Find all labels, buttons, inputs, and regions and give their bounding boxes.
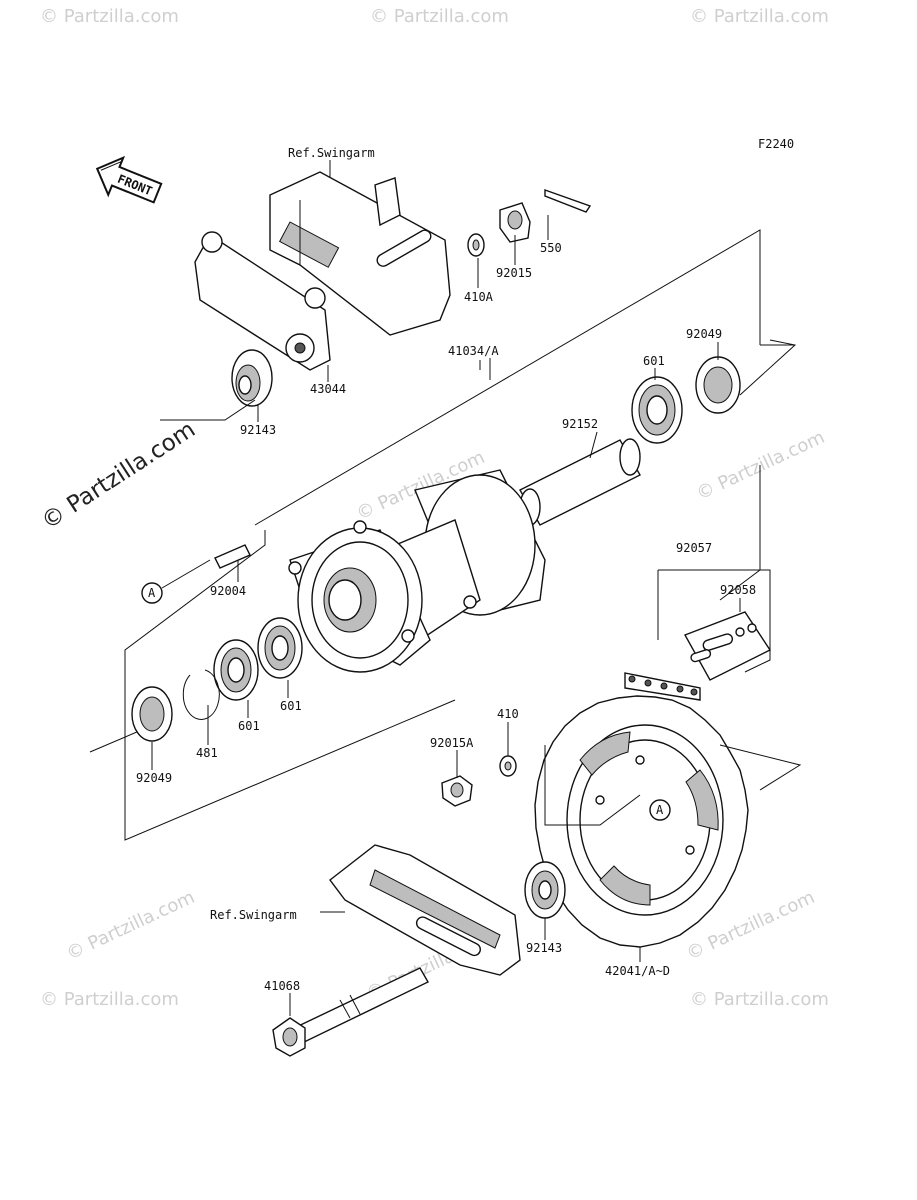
drive-chain [624, 672, 701, 701]
part-label: 92057 [676, 541, 712, 555]
stud-bolt [214, 544, 251, 569]
axle-nut-group [467, 189, 592, 257]
sprocket-nut [441, 755, 517, 807]
watermark-faint: © Partzilla.com [370, 6, 509, 27]
part-label: 601 [238, 719, 260, 733]
spacer-low [524, 861, 566, 919]
callout-a-label: A [148, 586, 156, 600]
bearing-top [631, 376, 683, 444]
part-label: 92015A [430, 736, 474, 750]
ref-swingarm-top-label: Ref.Swingarm [288, 146, 375, 160]
chain-link-kit [683, 611, 772, 681]
part-label: 43044 [310, 382, 346, 396]
callout-a-right: A [649, 799, 671, 821]
rear-axle [272, 967, 429, 1057]
part-label: 92049 [136, 771, 172, 785]
swingarm-bottom-bracket [329, 844, 521, 976]
watermark-faint: © Partzilla.com [693, 427, 828, 505]
part-label: 41034/A [448, 344, 499, 358]
ref-swingarm-bottom-label: Ref.Swingarm [210, 908, 297, 922]
watermark-faint: © Partzilla.com [40, 989, 179, 1010]
swingarm-top-bracket [269, 171, 451, 336]
spacer-top [231, 349, 273, 407]
wheel-hub [288, 469, 546, 673]
rear-sprocket [534, 695, 749, 948]
bearing-low [213, 639, 259, 701]
watermark-faint: © Partzilla.com [63, 887, 198, 965]
part-label: 481 [196, 746, 218, 760]
watermark-main: © Partzilla.com [37, 417, 200, 535]
bearing-mid [257, 617, 303, 679]
part-label: 410A [464, 290, 494, 304]
chain-adjuster-plate [194, 231, 331, 371]
spacer-tube [519, 438, 641, 526]
part-label: 601 [280, 699, 302, 713]
part-label: 601 [643, 354, 665, 368]
front-arrow-icon: FRONT [95, 155, 163, 204]
watermark-faint: © Partzilla.com [690, 989, 829, 1010]
seal-low [131, 686, 173, 742]
part-label: 92004 [210, 584, 246, 598]
part-label: 410 [497, 707, 519, 721]
seal-top [695, 356, 741, 414]
part-label: 42041/A~D [605, 964, 670, 978]
part-label: 41068 [264, 979, 300, 993]
part-label: 92058 [720, 583, 756, 597]
callout-a-left: A [141, 559, 211, 604]
watermark-faint: © Partzilla.com [690, 6, 829, 27]
circlip [182, 669, 220, 720]
part-label: 92049 [686, 327, 722, 341]
diagram-code: F2240 [758, 137, 794, 151]
part-label: 550 [540, 241, 562, 255]
part-label: 92143 [526, 941, 562, 955]
part-labels: 550 92015 410A 43044 92143 41034/A 92049… [136, 241, 756, 993]
callout-a-label: A [656, 803, 664, 817]
part-label: 92152 [562, 417, 598, 431]
watermark-faint: © Partzilla.com [40, 6, 179, 27]
part-label: 92143 [240, 423, 276, 437]
part-label: 92015 [496, 266, 532, 280]
